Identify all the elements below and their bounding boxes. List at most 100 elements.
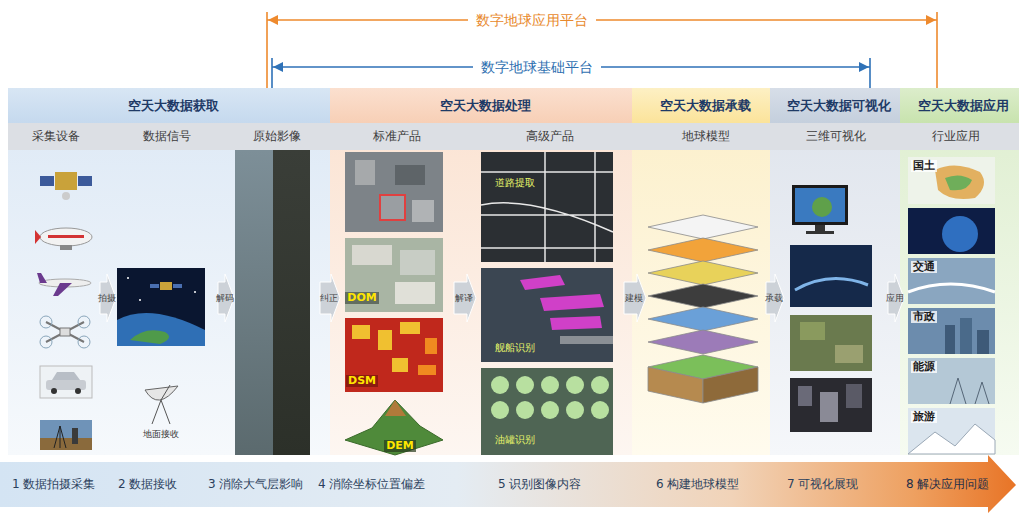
satellite-icon [55,172,77,190]
advanced-product-image [566,401,584,419]
standard-product-image [425,338,437,354]
stage-heading: 空天大数据获取 [8,88,338,123]
stage-column: 三维可视化 [784,123,888,455]
chevron-label: 建模 [625,294,643,303]
stage-column: 地球模型 [646,123,766,455]
drone-icon [40,336,52,348]
dish-icon [145,386,178,400]
stage-band: 空天大数据承载地球模型 [632,88,778,455]
visualization-screens [792,185,848,225]
step-label: 4 消除坐标位置偏差 [318,478,425,492]
stage-heading: 空天大数据应用 [900,88,1019,123]
step-label: 1 数据拍摄采集 [12,478,95,492]
earth-model-layers [703,367,758,403]
standard-product-image [352,245,392,265]
signal-image [150,284,159,288]
industry-image [960,318,972,354]
product-label: DOM [345,292,378,305]
advanced-product-image [481,152,613,262]
advanced-product-image [481,368,613,455]
industry-label: 交通 [911,261,937,274]
car-icon [75,388,81,394]
industry-image [908,358,995,404]
advanced-product-image [591,376,609,394]
drone-icon [60,328,70,336]
subheader-strip [8,123,1019,150]
airship-icon [35,230,41,244]
platform-label: 数字地球应用平台 [468,12,596,28]
signal-image [117,268,205,346]
standard-product-image [345,152,443,232]
platform-label: 数字地球基础平台 [473,59,601,75]
industry-image [945,175,972,190]
car-icon [52,372,80,380]
industry-image [908,408,995,454]
bracket-arrowhead [926,15,936,25]
earth-model-layers [648,215,758,403]
earth-model-layers [648,261,758,285]
visualization-screens [815,225,825,231]
visualization-screens [790,378,872,432]
drone-icon [78,316,90,328]
industry-image [977,330,989,354]
product-label: DSM [346,375,378,388]
column-heading: 采集设备 [12,123,100,150]
surveyor-photo [54,426,66,448]
stage-column: 采集设备 [12,123,100,455]
platform-bracket [267,12,937,88]
chevron-label: 解译 [455,294,473,303]
product-label: 舰船识别 [493,342,537,354]
standard-product-image [400,250,435,275]
earth-model-layers [648,367,703,403]
visualization-screens [846,384,862,408]
advanced-product-image [541,401,559,419]
step-label: 7 可视化展现 [787,478,858,492]
advanced-product-image [516,376,534,394]
advanced-product-image [481,152,613,262]
column-heading: 地球模型 [646,123,766,150]
visualization-screens [795,279,868,290]
advanced-product-image [481,152,613,455]
product-label: 道路提取 [493,177,537,189]
visualization-screens [812,197,832,217]
earth-model-layers [648,307,758,331]
process-bar [0,455,1016,513]
bracket-arrowhead [268,15,278,25]
drone-icon [40,316,90,348]
column-heading: 三维可视化 [784,123,888,150]
industry-image [942,216,978,252]
car-icon [51,388,57,394]
industry-image [950,378,989,404]
satellite-icon [78,176,92,186]
standard-product-image [418,365,436,375]
satellite-icon [62,192,70,200]
chevron-label: 拍摄 [98,294,116,303]
airship-icon [48,235,84,238]
advanced-product-image [540,294,604,311]
step-label: 6 构建地球模型 [656,478,739,492]
column-heading: 行业应用 [904,123,1008,150]
signal-image [127,277,129,279]
industry-label: 市政 [911,311,937,324]
signal-image [173,284,182,288]
flow-chevron [454,274,476,322]
platform-bracket [272,58,870,88]
industry-image [945,325,955,354]
visualization-screens [795,188,845,222]
stage-heading: 空天大数据处理 [330,88,640,123]
step-label: 8 解决应用问题 [906,478,989,492]
industry-image [908,308,995,354]
earth-model-layers [648,284,758,308]
advanced-product-image [516,401,534,419]
airplane-icon [37,273,47,283]
signal-image [194,291,196,293]
flow-chevron [320,274,340,322]
signal-image [117,313,205,346]
visualization-screens [790,245,872,307]
column-heading: 标准产品 [340,123,454,150]
standard-product-image [345,400,443,455]
stage-panel [770,123,900,455]
platform-bracket [267,12,937,88]
raw-image [235,150,310,455]
industry-image [908,208,995,254]
